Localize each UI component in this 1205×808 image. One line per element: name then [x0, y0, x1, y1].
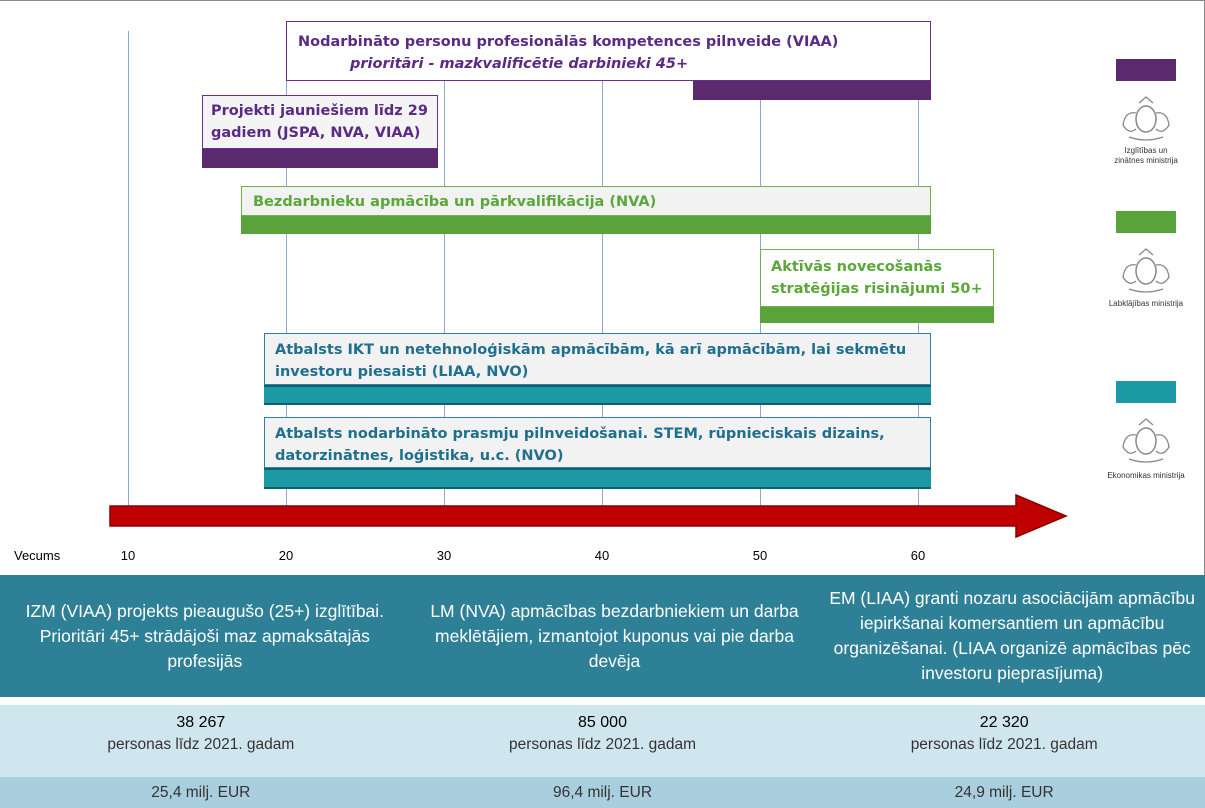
age-range-bar-active-aging [760, 307, 994, 323]
funding-amount: 96,4 milj. EUR [552, 784, 653, 801]
age-range-bar-jspa [202, 149, 438, 168]
participant-count: 38 267 [176, 714, 226, 731]
program-box-viaa: Nodarbināto personu profesionālās kompet… [286, 21, 931, 81]
program-title: Atbalsts IKT un netehnoloģiskām apmācībā… [275, 342, 907, 358]
legend-swatch-em [1116, 381, 1176, 403]
program-box-stem: Atbalsts nodarbināto prasmju pilnveidoša… [264, 417, 931, 468]
program-description-em: EM (LIAA) granti nozaru asociācijām apmā… [829, 588, 1196, 683]
age-range-bar-stem [264, 468, 931, 489]
age-range-bar-nva [241, 216, 931, 234]
program-description-izm: IZM (VIAA) projekts pieaugušo (25+) izgl… [25, 600, 385, 671]
program-title: Projekti jauniešiem līdz 29 [211, 103, 428, 119]
coat-of-arms-icon [1122, 418, 1170, 463]
axis-tick: 20 [278, 548, 294, 563]
program-subtitle: gadiem (JSPA, NVA, VIAA) [211, 125, 421, 141]
axis-tick: 10 [120, 548, 136, 563]
coat-of-arms-icon [1122, 96, 1170, 141]
participant-count: 22 320 [979, 714, 1029, 731]
gridline-40 [602, 31, 603, 523]
coat-of-arms-icon [1122, 248, 1170, 293]
participant-label: personas līdz 2021. gadam [910, 736, 1098, 753]
participant-label: personas līdz 2021. gadam [107, 736, 295, 753]
program-description-lm: LM (NVA) apmācības bezdarbniekiem un dar… [430, 600, 799, 671]
axis-tick: 30 [436, 548, 452, 563]
axis-tick: 50 [752, 548, 768, 563]
program-title: Aktīvās novecošanās [771, 259, 942, 275]
program-stats-table: 38 267 personas līdz 2021. gadam 85 000 … [0, 697, 1205, 808]
program-box-ikt: Atbalsts IKT un netehnoloģiskām apmācībā… [264, 333, 931, 385]
gridline-30 [444, 31, 445, 523]
ministry-label: Ekonomikas ministrija [1107, 471, 1185, 480]
axis-tick: 60 [910, 548, 926, 563]
program-descriptions: IZM (VIAA) projekts pieaugušo (25+) izgl… [0, 575, 1205, 697]
program-subtitle: prioritāri - mazkvalificētie darbinieki … [350, 56, 689, 72]
program-title: Nodarbināto personu profesionālās kompet… [298, 34, 839, 50]
axis-tick: 40 [594, 548, 610, 563]
funding-row: 25,4 milj. EUR 96,4 milj. EUR 24,9 milj.… [0, 777, 1205, 808]
legend-swatch-izm [1116, 59, 1176, 81]
program-title: Atbalsts nodarbināto prasmju pilnveidoša… [275, 426, 885, 442]
ministry-label: Labklājības ministrija [1108, 299, 1184, 308]
participant-count: 85 000 [578, 714, 627, 731]
gridline-10 [128, 31, 129, 523]
gridline-20 [286, 31, 287, 523]
ministry-label: Izglītības un zinātnes ministrija [1114, 146, 1178, 165]
axis-label: Vecums [14, 548, 61, 563]
age-timeline-diagram: Nodarbināto personu profesionālās kompet… [0, 0, 1205, 575]
program-box-active-aging: Aktīvās novecošanās stratēģijas risināju… [760, 249, 994, 307]
age-axis-arrow [109, 493, 1068, 539]
participants-row: 38 267 personas līdz 2021. gadam 85 000 … [0, 705, 1205, 777]
program-box-nva: Bezdarbnieku apmācība un pārkvalifikācij… [241, 186, 931, 216]
legend-swatch-lm [1116, 211, 1176, 233]
funding-amount: 24,9 milj. EUR [954, 784, 1054, 801]
age-range-bar-viaa [693, 81, 931, 100]
program-subtitle: investoru piesaisti (LIAA, NVO) [275, 364, 529, 380]
funding-amount: 25,4 milj. EUR [151, 784, 251, 801]
program-subtitle: datorzinātnes, loģistika, u.c. (NVO) [275, 448, 564, 464]
program-box-jspa: Projekti jauniešiem līdz 29 gadiem (JSPA… [202, 95, 438, 149]
program-title: Bezdarbnieku apmācība un pārkvalifikācij… [253, 194, 657, 210]
program-subtitle: stratēģijas risinājumi 50+ [771, 281, 983, 297]
age-range-bar-ikt [264, 385, 931, 405]
participant-label: personas līdz 2021. gadam [509, 736, 696, 753]
